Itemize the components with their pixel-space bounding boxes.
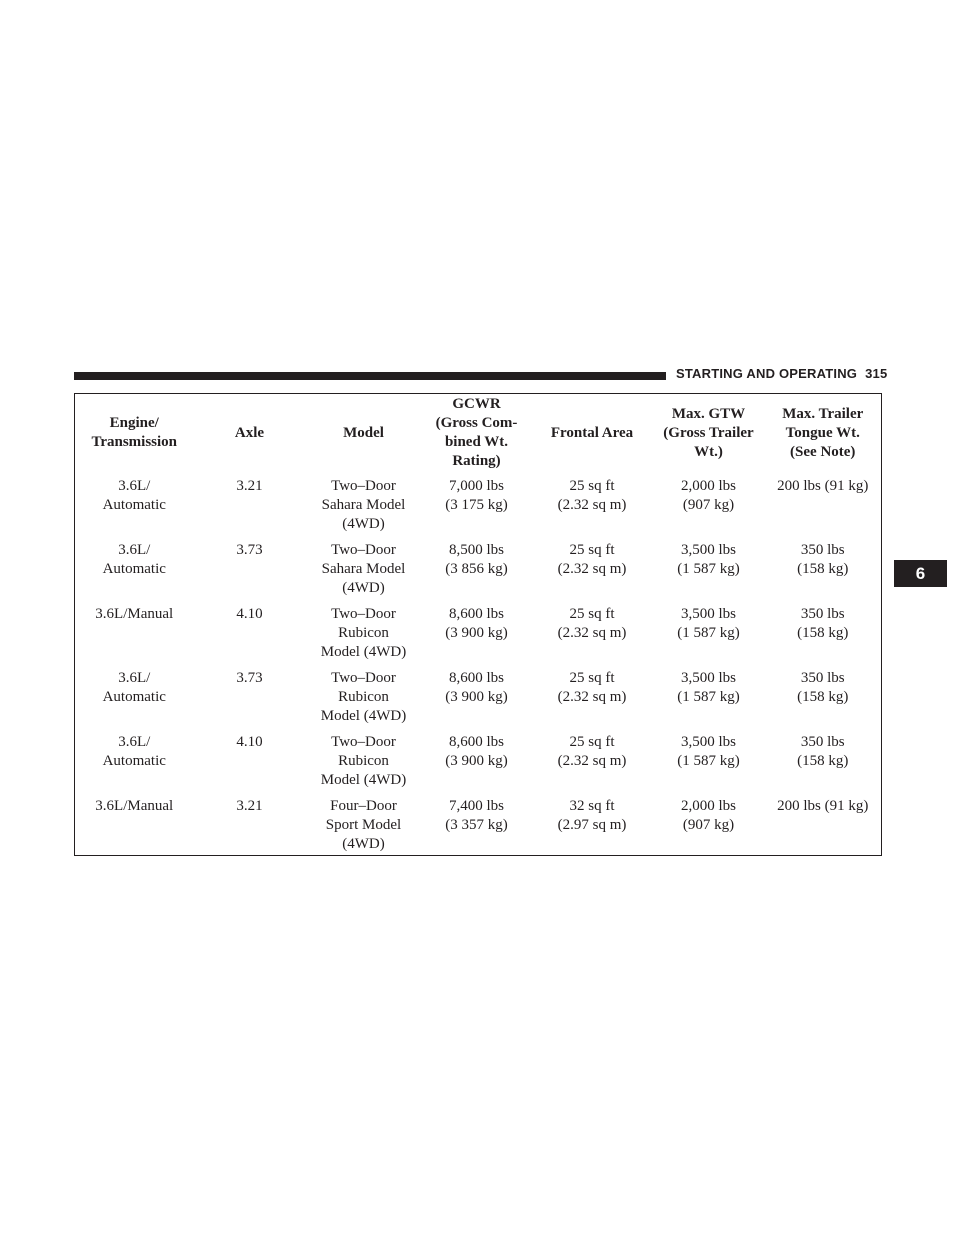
cell-axle: 3.73 — [236, 670, 263, 686]
cell-max-tongue-wt: 350 lbs(158 kg) — [797, 734, 849, 769]
cell-gcwr: 7,000 lbs(3 175 kg) — [445, 478, 508, 513]
header-rule — [74, 372, 666, 380]
col-model: Model — [343, 424, 384, 441]
cell-max-gtw: 3,500 lbs(1 587 kg) — [677, 734, 740, 769]
running-header: STARTING AND OPERATING 315 — [676, 366, 887, 381]
cell-engine-transmission: 3.6L/Automatic — [102, 670, 166, 705]
cell-gcwr: 8,600 lbs(3 900 kg) — [445, 734, 508, 769]
cell-max-gtw: 2,000 lbs(907 kg) — [680, 798, 736, 833]
chapter-tab: 6 — [894, 560, 947, 587]
cell-max-tongue-wt: 200 lbs (91 kg) — [777, 478, 869, 494]
cell-axle: 4.10 — [236, 606, 263, 622]
cell-frontal-area: 25 sq ft(2.32 sq m) — [557, 670, 627, 705]
cell-gcwr: 8,600 lbs(3 900 kg) — [445, 670, 508, 705]
cell-max-gtw: 2,000 lbs(907 kg) — [680, 478, 736, 513]
cell-max-tongue-wt: 200 lbs (91 kg) — [777, 798, 869, 814]
cell-max-gtw: 3,500 lbs(1 587 kg) — [677, 670, 740, 705]
cell-max-tongue-wt: 350 lbs(158 kg) — [797, 606, 849, 641]
cell-gcwr: 8,500 lbs(3 856 kg) — [445, 542, 508, 577]
towing-requirements-table: Engine/Transmission Axle Model GCWR(Gros… — [74, 393, 882, 856]
cell-axle: 3.21 — [236, 798, 263, 814]
page-number: 315 — [865, 366, 888, 381]
cell-engine-transmission: 3.6L/Automatic — [102, 478, 166, 513]
cell-frontal-area: 25 sq ft(2.32 sq m) — [557, 606, 627, 641]
cell-max-tongue-wt: 350 lbs(158 kg) — [797, 670, 849, 705]
col-engine-transmission: Engine/Transmission — [91, 415, 178, 450]
cell-engine-transmission: 3.6L/Automatic — [102, 734, 166, 769]
cell-axle: 3.73 — [236, 542, 263, 558]
cell-frontal-area: 25 sq ft(2.32 sq m) — [557, 734, 627, 769]
col-axle: Axle — [234, 424, 265, 441]
cell-gcwr: 8,600 lbs(3 900 kg) — [445, 606, 508, 641]
section-title: STARTING AND OPERATING — [676, 366, 858, 381]
col-gcwr: GCWR(Gross Com-bined Wt.Rating) — [435, 396, 518, 469]
cell-axle: 3.21 — [236, 478, 263, 494]
cell-axle: 4.10 — [236, 734, 263, 750]
cell-max-gtw: 3,500 lbs(1 587 kg) — [677, 542, 740, 577]
table-header-row: Engine/Transmission Axle Model GCWR(Gros… — [75, 394, 882, 475]
cell-frontal-area: 25 sq ft(2.32 sq m) — [557, 542, 627, 577]
cell-gcwr: 7,400 lbs(3 357 kg) — [445, 798, 508, 833]
cell-engine-transmission: 3.6L/Manual — [95, 606, 174, 622]
cell-frontal-area: 32 sq ft(2.97 sq m) — [557, 798, 627, 833]
cell-max-tongue-wt: 350 lbs(158 kg) — [797, 542, 849, 577]
cell-engine-transmission: 3.6L/Automatic — [102, 542, 166, 577]
col-frontal-area: Frontal Area — [550, 424, 634, 441]
cell-engine-transmission: 3.6L/Manual — [95, 798, 174, 814]
cell-max-gtw: 3,500 lbs(1 587 kg) — [677, 606, 740, 641]
cell-frontal-area: 25 sq ft(2.32 sq m) — [557, 478, 627, 513]
